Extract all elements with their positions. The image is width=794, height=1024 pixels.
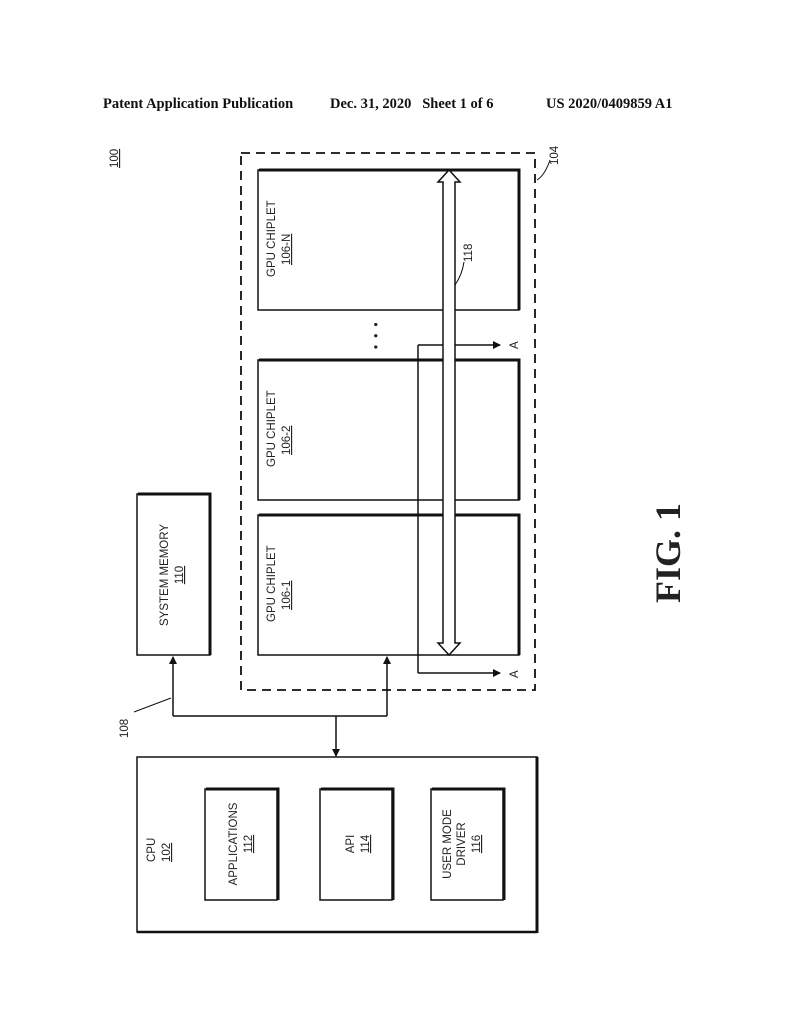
api-ref: 114	[360, 834, 372, 853]
crossbar-118: 118	[436, 168, 475, 657]
gpu-group-ref: 104	[549, 145, 561, 165]
applications-box: APPLICATIONS 112	[204, 787, 280, 901]
figure-caption: FIG. 1	[648, 503, 688, 603]
connector-a: A A	[417, 341, 521, 678]
api-box: API 114	[319, 787, 395, 901]
chiplet-2-ref: 106-2	[281, 426, 293, 455]
bus-108: 108	[119, 656, 391, 757]
ellipsis: • • •	[371, 321, 383, 349]
figure-ref-100: 100	[109, 149, 121, 168]
cpu-ref: 102	[161, 843, 173, 862]
chiplet-n-ref: 106-N	[281, 234, 293, 265]
connector-a-label-top: A	[509, 341, 521, 349]
bus-ref-108: 108	[119, 719, 131, 738]
driver-ref: 116	[471, 835, 483, 853]
gpu-chiplet-106-n: GPU CHIPLET 106-N	[257, 168, 521, 311]
crossbar-ref: 118	[463, 244, 475, 262]
header-patent-number: US 2020/0409859 A1	[546, 96, 673, 112]
applications-ref: 112	[243, 835, 255, 853]
gpu-chiplet-106-1: GPU CHIPLET 106-1	[257, 513, 521, 656]
cpu-label: CPU	[146, 838, 158, 862]
system-memory-ref: 110	[174, 566, 186, 584]
header-publication: Patent Application Publication	[103, 96, 294, 112]
user-mode-driver-box: USER MODE DRIVER 116	[430, 787, 506, 901]
chiplet-1-ref: 106-1	[281, 581, 293, 610]
connector-a-label-bottom: A	[509, 670, 521, 678]
chiplet-2-label: GPU CHIPLET	[266, 390, 278, 467]
header-date-sheet: Dec. 31, 2020 Sheet 1 of 6	[330, 96, 494, 112]
gpu-group-104: 104	[240, 145, 561, 691]
system-memory-box: SYSTEM MEMORY 110	[136, 492, 212, 656]
chiplet-n-label: GPU CHIPLET	[266, 200, 278, 277]
chiplet-1-label: GPU CHIPLET	[266, 545, 278, 622]
driver-label-line1: USER MODE	[442, 809, 454, 879]
api-label: API	[345, 835, 357, 854]
gpu-chiplet-106-2: GPU CHIPLET 106-2	[257, 358, 521, 501]
applications-label: APPLICATIONS	[228, 802, 240, 885]
driver-label-line2: DRIVER	[456, 822, 468, 865]
system-memory-label: SYSTEM MEMORY	[159, 524, 171, 626]
